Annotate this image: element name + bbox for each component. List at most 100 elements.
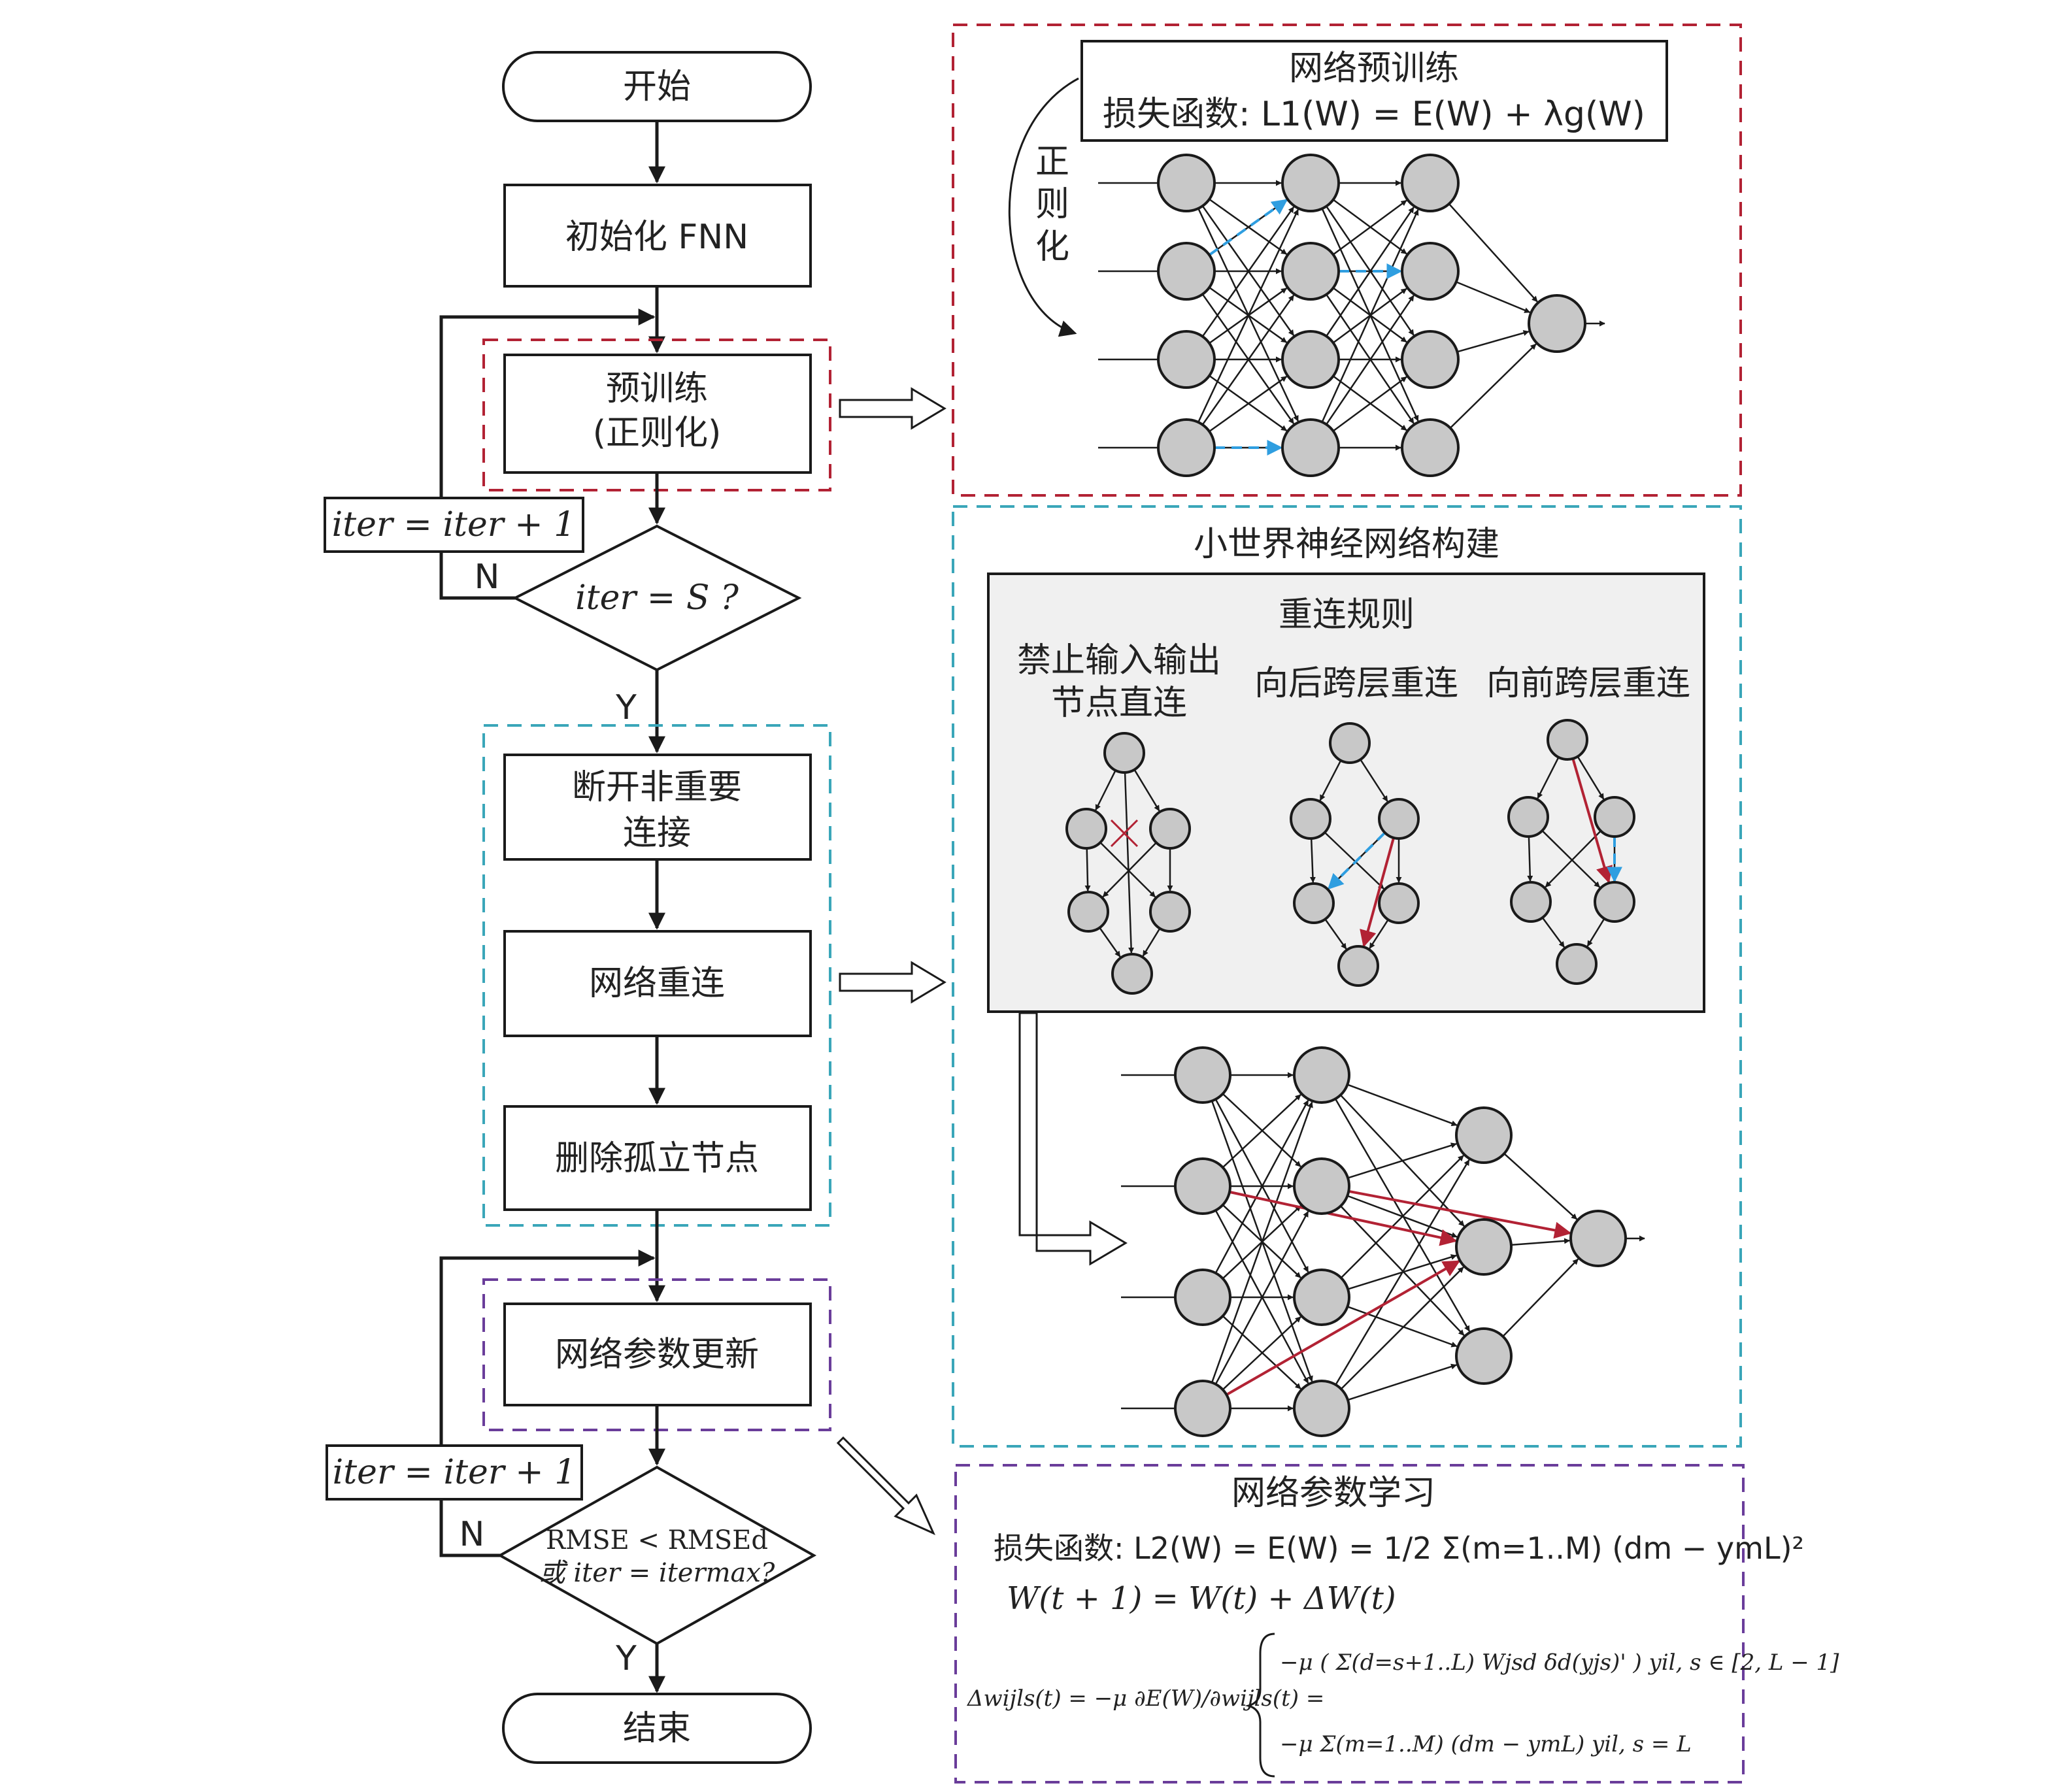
cases-brace <box>1245 1633 1275 1778</box>
neuron-node <box>1281 154 1340 212</box>
connection-edge <box>1545 830 1601 888</box>
neuron-node <box>1401 154 1460 212</box>
connection-edge <box>1347 1306 1458 1348</box>
pretrain-label-line2: (正则化) <box>593 414 722 453</box>
decision-stop-label-line2: 或 iter = itermax? <box>539 1558 775 1588</box>
output-node <box>1569 1210 1627 1267</box>
pretrain-network <box>1098 154 1605 477</box>
prune-label-line2: 连接 <box>623 814 691 853</box>
decision2-no-label: N <box>460 1515 485 1554</box>
neuron-node <box>1157 154 1216 212</box>
connection-edge <box>1456 281 1531 314</box>
neuron-node <box>1455 1327 1513 1385</box>
neuron-node <box>1455 1106 1513 1164</box>
connection-edge <box>1201 207 1295 337</box>
iter-update-label-2: iter = iter + 1 <box>333 1453 577 1492</box>
connection-edge <box>1209 376 1288 433</box>
decision-iter-s-label: iter = S ? <box>575 578 739 618</box>
decision2-yes-label: Y <box>615 1639 637 1678</box>
neuron-node <box>1293 1157 1350 1215</box>
neuron-node <box>1293 1269 1350 1326</box>
neuron-node <box>1455 1218 1513 1276</box>
iter-update-box-1 <box>324 497 584 553</box>
neuron-node <box>1401 242 1460 301</box>
prune-label-line1: 断开非重要 <box>572 768 742 807</box>
init-label: 初始化 FNN <box>565 218 748 257</box>
rule3-label: 向前跨层重连 <box>1486 664 1690 703</box>
regularization-char-3: 化 <box>1035 227 1069 267</box>
regularization-char-1: 正 <box>1035 142 1069 182</box>
neuron-node <box>1281 330 1340 389</box>
connection-edge <box>1095 770 1116 811</box>
rule-node <box>1507 796 1549 838</box>
connection-edge <box>1335 1159 1470 1385</box>
start-label: 开始 <box>623 67 691 107</box>
rule-node <box>1067 891 1109 933</box>
connection-edge <box>1577 755 1605 800</box>
connection-edge <box>1324 831 1384 889</box>
rule-node <box>1378 882 1420 924</box>
rule-node <box>1329 722 1371 764</box>
learning-gradient-case2: −μ Σ(m=1..M) (dm − ymL) yil, s = L <box>1280 1731 1692 1757</box>
connection-edge <box>1340 1267 1464 1390</box>
neuron-node <box>1293 1046 1350 1104</box>
learning-gradient-lhs: Δwijls(t) = −μ ∂E(W)/∂wijls(t) = <box>966 1685 1324 1712</box>
connection-edge <box>1340 1155 1464 1279</box>
connection-edge <box>1347 1363 1457 1401</box>
learning-update-equation: W(t + 1) = W(t) + ΔW(t) <box>1007 1580 1396 1617</box>
neuron-node <box>1401 330 1460 389</box>
pretrain-box <box>503 354 812 474</box>
pretrain-label-line1: 预训练 <box>606 369 708 408</box>
learning-panel-title: 网络参数学习 <box>1231 1474 1435 1513</box>
iter-update-label-1: iter = iter + 1 <box>332 505 576 544</box>
rule-node <box>1510 881 1552 923</box>
connection-edge <box>1448 203 1538 303</box>
smallworld-panel-title: 小世界神经网络构建 <box>1194 525 1499 564</box>
smallworld-network <box>1121 1046 1645 1437</box>
connection-edge <box>1334 1098 1471 1332</box>
connection-edge <box>1319 760 1342 801</box>
neuron-node <box>1157 330 1216 389</box>
regularization-curve-arrow <box>1008 77 1079 337</box>
update-label: 网络参数更新 <box>555 1335 759 1374</box>
rule2-label: 向后跨层重连 <box>1254 664 1458 703</box>
connection-edge <box>1309 838 1316 883</box>
pretrain-panel-title: 网络预训练 <box>1289 49 1459 88</box>
pretrain-panel <box>952 24 1742 497</box>
connection-edge <box>1347 1142 1457 1179</box>
end-terminal <box>502 1693 812 1764</box>
rule-node <box>1149 891 1191 933</box>
connection-edge <box>1537 757 1560 799</box>
connection-edge <box>1142 927 1161 957</box>
update-box <box>503 1303 812 1406</box>
connection-edge <box>1214 1099 1309 1274</box>
connection-edge <box>1586 918 1605 947</box>
neuron-node <box>1174 1157 1231 1215</box>
red-cross-layer-edge <box>1348 1189 1572 1239</box>
rule-node <box>1594 881 1635 923</box>
rule-node <box>1065 808 1107 850</box>
rule-node <box>1594 796 1635 838</box>
forbidden-cross-mark <box>1110 819 1139 848</box>
connection-edge <box>1541 917 1565 948</box>
connection-edge <box>1332 199 1407 256</box>
rewire-rule-graphs <box>1065 719 1635 995</box>
neuron-node <box>1157 418 1216 477</box>
connection-edge <box>1511 1238 1571 1246</box>
connection-edge <box>1360 759 1388 802</box>
rule-node <box>1556 943 1598 985</box>
decision1-no-label: N <box>475 557 500 597</box>
connection-edge <box>1457 330 1530 353</box>
connection-edge <box>1321 209 1419 423</box>
connection-edge <box>1084 848 1091 891</box>
neuron-node <box>1174 1380 1231 1437</box>
connection-edge <box>1211 1101 1313 1383</box>
smallworld-panel <box>952 505 1742 1448</box>
rule-node <box>1103 732 1145 774</box>
connection-edge <box>1099 927 1121 957</box>
connection-edge <box>1102 842 1157 898</box>
neuron-node <box>1401 418 1460 477</box>
blue-dashed-edge <box>1328 831 1386 890</box>
connection-edge <box>1347 1084 1458 1127</box>
